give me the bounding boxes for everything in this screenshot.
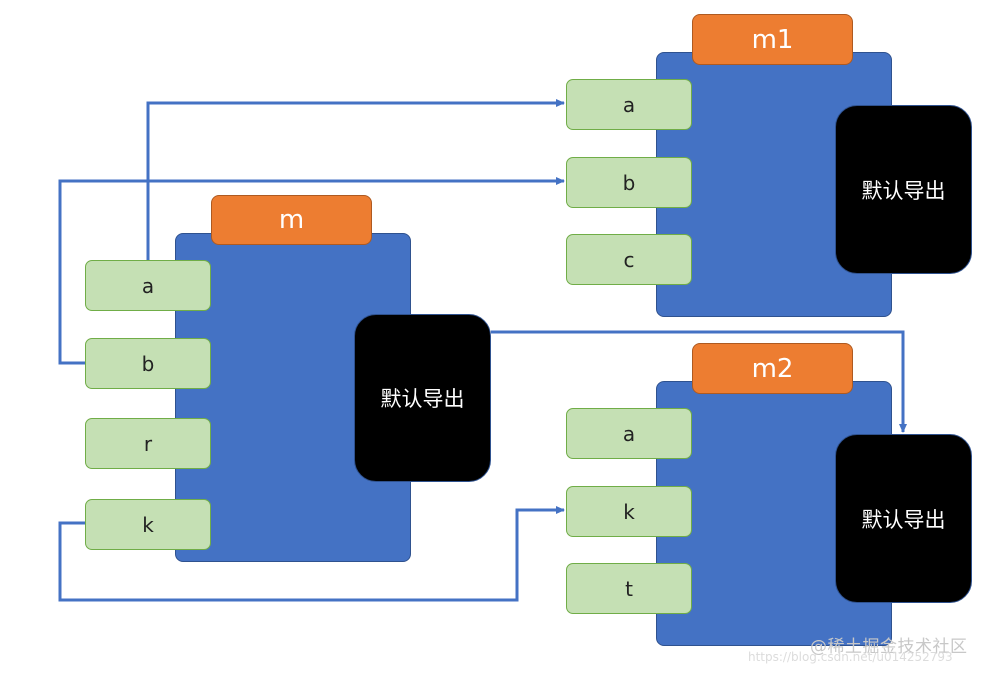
arrow-m-b-to-m1-b [58,177,565,365]
module-m1-port-a: a [566,79,692,130]
module-m2-port-k: k [566,486,692,537]
module-m1-title: m1 [692,14,853,65]
module-m1-default-export: 默认导出 [835,105,972,274]
module-m2-title: m2 [692,343,853,394]
arrow-m-k-to-m2-k [58,506,565,602]
module-m2-default-export: 默认导出 [835,434,972,603]
module-m-port-a: a [85,260,211,311]
module-m1-port-c: c [566,234,692,285]
module-m1-port-b: b [566,157,692,208]
module-m-port-k: k [85,499,211,550]
module-m2-port-t: t [566,563,692,614]
module-m-title: m [211,195,372,245]
watermark-url: https://blog.csdn.net/u014252793 [748,650,953,664]
arrow-m-default-to-m2-default [491,330,907,433]
module-m-default-export: 默认导出 [354,314,491,482]
watermark-logo: @稀土掘金技术社区 [810,637,968,657]
module-m2-port-a: a [566,408,692,459]
module-m-port-b: b [85,338,211,389]
arrow-m-a-to-m1-a [146,99,565,260]
module-m-port-r: r [85,418,211,469]
